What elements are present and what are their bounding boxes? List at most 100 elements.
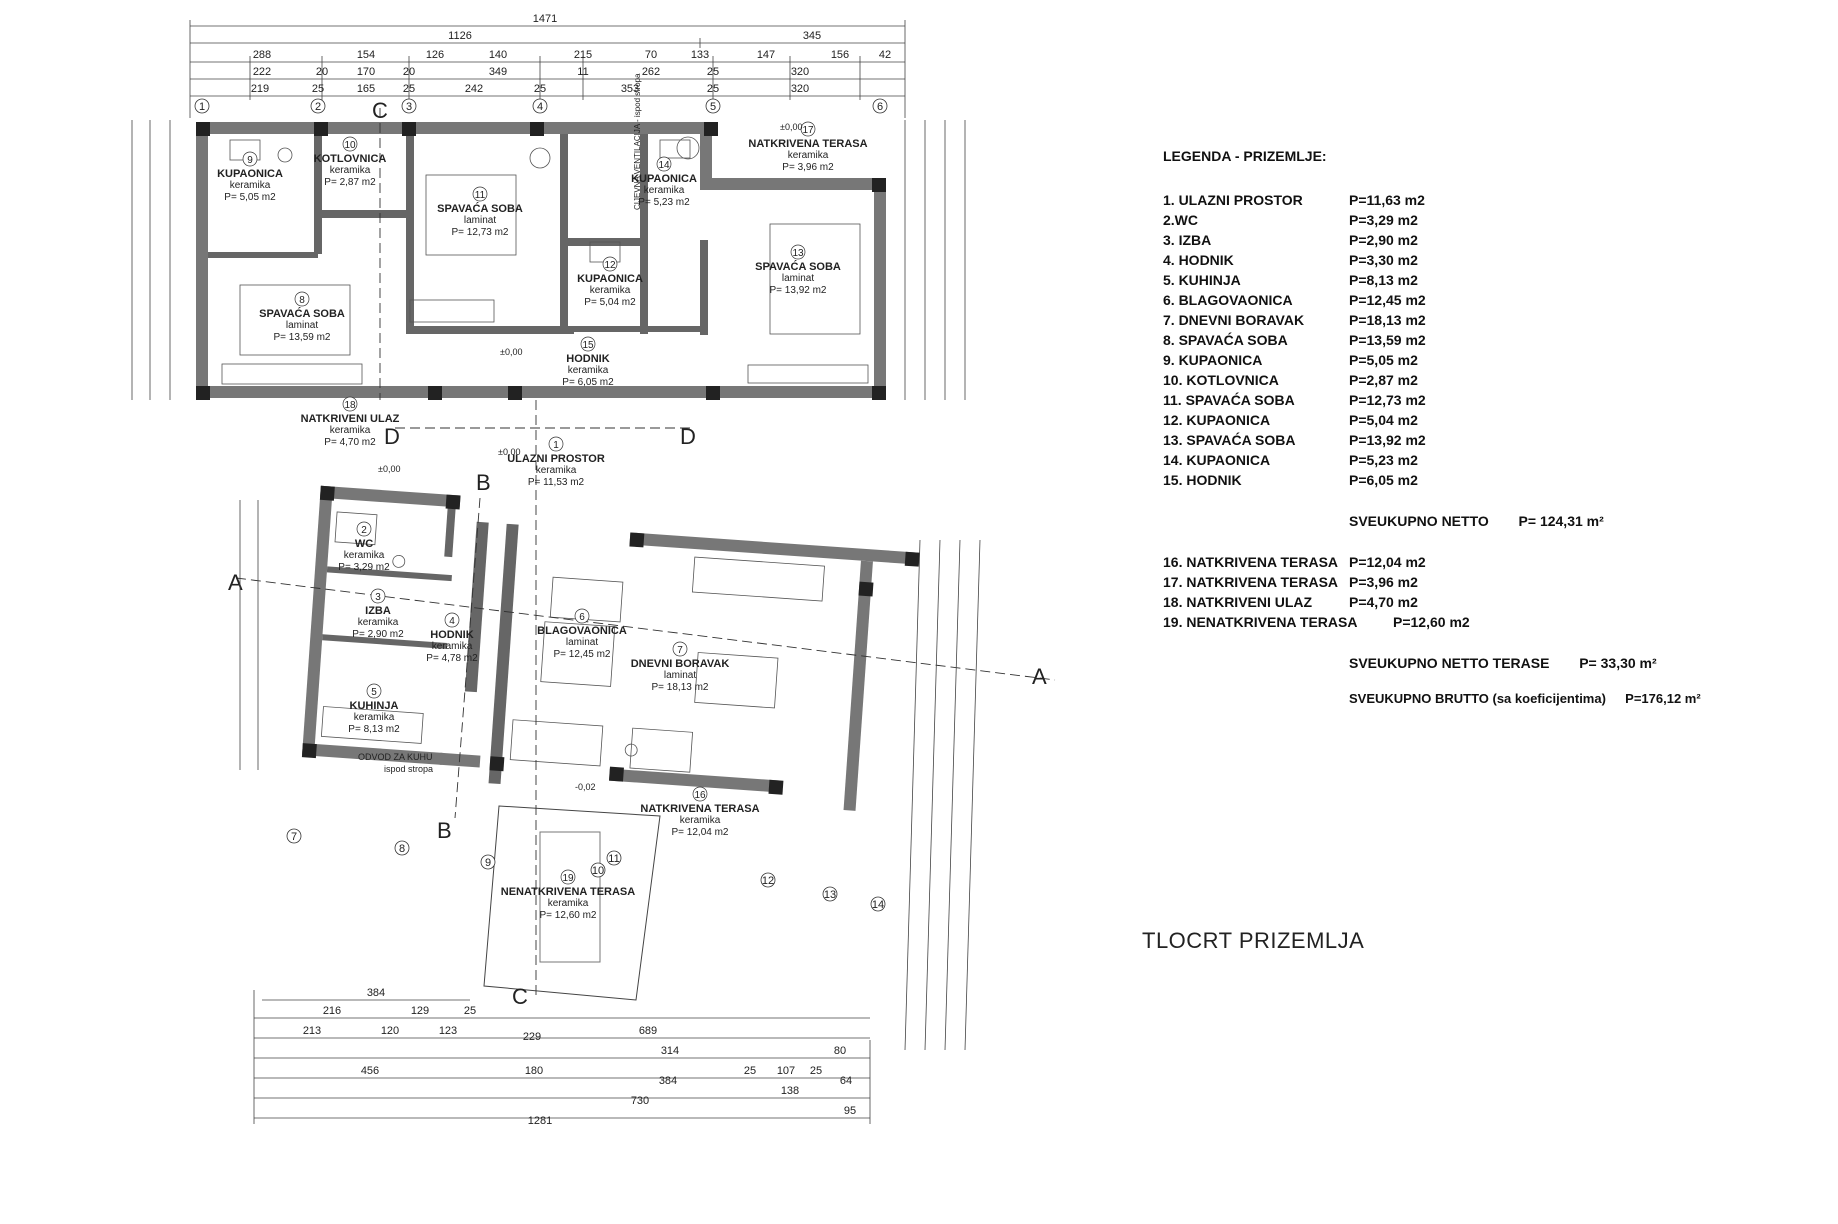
- room-num: 1: [553, 440, 559, 451]
- svg-text:9: 9: [485, 857, 491, 869]
- svg-text:165: 165: [357, 83, 375, 95]
- top-dimension-chains: [189, 20, 906, 118]
- svg-text:±0,00: ±0,00: [498, 447, 520, 457]
- room-num: 12: [604, 260, 616, 271]
- room-name: NATKRIVENI ULAZ: [301, 413, 400, 425]
- room-finish: keramika: [330, 425, 371, 436]
- upper-wing-columns: [196, 122, 886, 400]
- room-name: KUPAONICA: [217, 168, 283, 180]
- room-num: 11: [475, 190, 486, 201]
- svg-text:12: 12: [762, 875, 774, 887]
- room-name: ULAZNI PROSTOR: [507, 453, 605, 465]
- room-number-circle: [342, 136, 358, 152]
- room-area: P= 12,45 m2: [554, 649, 611, 660]
- room-finish: laminat: [286, 320, 318, 331]
- axis-markers-top: [194, 98, 888, 114]
- room-finish: keramika: [230, 180, 271, 191]
- svg-text:A: A: [228, 570, 243, 595]
- room-finish: keramika: [432, 641, 473, 652]
- svg-text:1: 1: [199, 101, 205, 113]
- svg-text:320: 320: [791, 66, 809, 78]
- svg-text:345: 345: [803, 30, 821, 42]
- svg-text:25: 25: [534, 83, 546, 95]
- legend-terrace-name: 16. NATKRIVENA TERASA: [1163, 554, 1339, 570]
- room-area: P= 4,78 m2: [426, 653, 478, 664]
- svg-text:8: 8: [399, 843, 405, 855]
- room-name: KUPAONICA: [631, 173, 697, 185]
- room-number-circle: [472, 186, 488, 202]
- legend-room-name: 1. ULAZNI PROSTOR: [1163, 192, 1303, 208]
- svg-text:B: B: [476, 470, 491, 495]
- legend-terraces-list: 16. NATKRIVENA TERASA P=12,04 m2 17. NATKR…: [1163, 552, 1683, 632]
- legend-terrace-name: 17. NATKRIVENA TERASA: [1163, 574, 1339, 590]
- legend-room-name: 4. HODNIK: [1163, 252, 1234, 268]
- legend-room-name: 10. KOTLOVNICA: [1163, 372, 1279, 388]
- room-number-circle: [790, 244, 806, 260]
- svg-text:B: B: [437, 818, 452, 843]
- svg-text:13: 13: [824, 889, 836, 901]
- axis-labels-top: 1 2 3 4 5 6: [199, 101, 883, 113]
- legend-total-terase: SVEUKUPNO NETTO TERASE P= 33,30 m²: [1349, 655, 1657, 671]
- room-name: KUPAONICA: [577, 273, 643, 285]
- svg-text:25: 25: [707, 83, 719, 95]
- legend-terrace-area: P=12,04 m2: [1349, 554, 1426, 570]
- legend-room-area: P=5,23 m2: [1349, 452, 1418, 468]
- room-area: P= 2,90 m2: [352, 629, 404, 640]
- room-num: 2: [361, 525, 367, 536]
- svg-text:20: 20: [316, 66, 328, 78]
- svg-text:730: 730: [631, 1095, 649, 1107]
- room-num: 3: [375, 592, 381, 603]
- room-number-circle: [444, 612, 460, 628]
- room-num: 8: [299, 295, 305, 306]
- svg-text:25: 25: [744, 1065, 756, 1077]
- legend-room-area: P=2,87 m2: [1349, 372, 1418, 388]
- room-finish: laminat: [782, 273, 814, 284]
- section-labels: A A B B C C D D: [228, 98, 1047, 1009]
- room-number-circle: [580, 336, 596, 352]
- room-name: BLAGOVAONICA: [537, 625, 627, 637]
- svg-text:170: 170: [357, 66, 375, 78]
- room-num: 18: [344, 400, 356, 411]
- room-finish: keramika: [548, 898, 589, 909]
- room-area: P= 5,04 m2: [584, 297, 636, 308]
- room-number-circle: [602, 256, 618, 272]
- bottom-dimension-texts: 384 216 129 25 689 213 120 123 229 314 8…: [303, 987, 856, 1127]
- room-finish: keramika: [536, 465, 577, 476]
- room-num: 5: [371, 687, 377, 698]
- room-num: 7: [677, 645, 683, 656]
- svg-text:A: A: [1032, 664, 1047, 689]
- svg-text:70: 70: [645, 49, 657, 61]
- legend-room-name: 13. SPAVAĆA SOBA: [1163, 432, 1296, 448]
- room-name: IZBA: [365, 605, 391, 617]
- room-number-circle: [560, 869, 576, 885]
- svg-text:288: 288: [253, 49, 271, 61]
- room-area: P= 18,13 m2: [652, 682, 709, 693]
- svg-text:-0,02: -0,02: [575, 782, 596, 792]
- legend-room-area: P=3,29 m2: [1349, 212, 1418, 228]
- room-number-circle: [692, 786, 708, 802]
- legend-terrace-name: 19. NENATKRIVENA TERASA: [1163, 614, 1358, 630]
- svg-text:64: 64: [840, 1075, 852, 1087]
- axis-markers-bottom: [286, 828, 886, 912]
- upper-wing-furniture: [221, 136, 869, 385]
- room-num: 14: [658, 160, 670, 171]
- legend-room-area: P=12,45 m2: [1349, 292, 1426, 308]
- svg-text:107: 107: [777, 1065, 795, 1077]
